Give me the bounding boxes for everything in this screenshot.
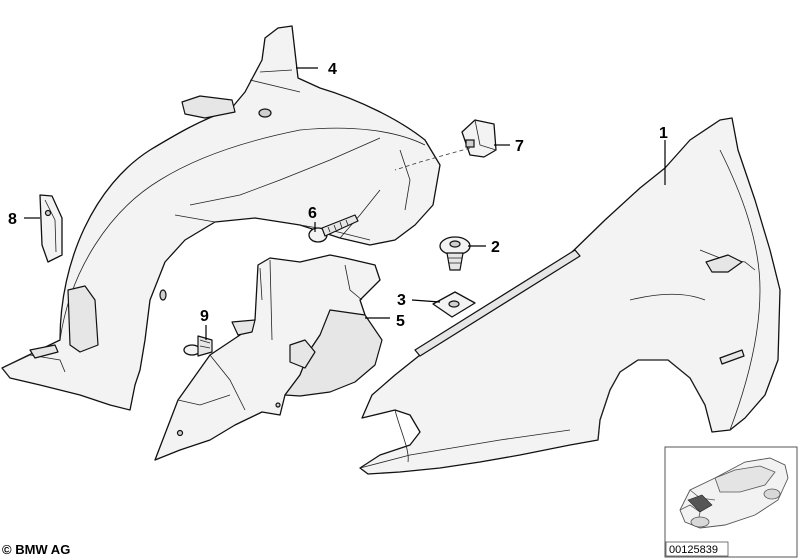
clip-7 <box>461 119 497 158</box>
assembly-line <box>394 147 471 171</box>
clip-nut-3 <box>432 291 476 318</box>
callout-5: 5 <box>396 313 405 330</box>
callout-1: 1 <box>659 125 668 142</box>
screw-6 <box>308 214 359 243</box>
bracket-8 <box>39 194 63 263</box>
wheel-arch-liner <box>1 25 441 411</box>
callout-7: 7 <box>515 138 524 155</box>
diagram-number: 00125839 <box>669 544 718 556</box>
callout-9: 9 <box>200 308 209 325</box>
front-lining <box>154 254 383 461</box>
front-fender <box>359 117 781 475</box>
vehicle-thumbnail: 00125839 <box>664 446 798 558</box>
callout-4: 4 <box>328 61 337 78</box>
screw-2 <box>439 236 471 271</box>
leader-lines <box>24 67 666 340</box>
callout-2: 2 <box>491 239 500 256</box>
callout-6: 6 <box>308 205 317 222</box>
push-rivet-9 <box>183 335 213 357</box>
callout-8: 8 <box>8 211 17 228</box>
copyright-text: © BMW AG <box>2 542 70 557</box>
callout-3: 3 <box>397 292 406 309</box>
